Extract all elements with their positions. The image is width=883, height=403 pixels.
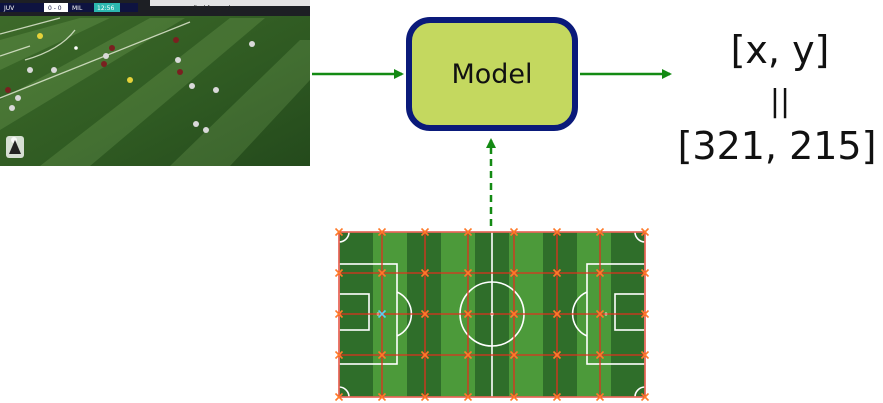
keypoint-marker: [420, 268, 430, 278]
model-box: Model: [406, 17, 578, 131]
keypoint-marker: [640, 227, 650, 237]
keypoint-marker: [552, 227, 562, 237]
output-equals: ||: [769, 84, 791, 119]
keypoint-marker: [552, 268, 562, 278]
keypoint-marker: [640, 268, 650, 278]
keypoint-marker: [509, 350, 519, 360]
keypoint-marker: [640, 350, 650, 360]
keypoint-marker: [377, 350, 387, 360]
keypoint-marker: [595, 350, 605, 360]
keypoint-marker: [463, 227, 473, 237]
keypoint-marker: [595, 392, 605, 402]
keypoint-marker: [377, 227, 387, 237]
keypoint-marker: [420, 227, 430, 237]
keypoint-marker: [640, 309, 650, 319]
match-clock: 12:56: [97, 5, 114, 12]
selected-keypoint-marker: [377, 309, 387, 319]
keypoint-marker: [552, 309, 562, 319]
score-home: JUV: [3, 5, 15, 12]
video-frame: JUV 0 - 0 MIL 12:56 crafted for goals: [0, 0, 310, 166]
keypoint-marker: [377, 268, 387, 278]
keypoint-marker: [552, 392, 562, 402]
keypoint-marker: [509, 227, 519, 237]
pitch-template: [334, 227, 650, 402]
score-value: 0 - 0: [48, 5, 62, 12]
model-label: Model: [451, 58, 533, 90]
keypoint-marker: [595, 268, 605, 278]
keypoint-marker: [377, 392, 387, 402]
keypoint-marker: [420, 350, 430, 360]
keypoint-marker: [509, 392, 519, 402]
keypoint-marker: [509, 268, 519, 278]
keypoint-marker: [552, 350, 562, 360]
sponsor-banner: crafted for goals: [184, 5, 233, 12]
keypoint-marker: [334, 227, 344, 237]
keypoint-marker: [595, 227, 605, 237]
keypoint-marker: [334, 392, 344, 402]
keypoint-marker: [640, 392, 650, 402]
keypoint-marker: [334, 309, 344, 319]
score-away: MIL: [72, 5, 83, 12]
output-values: [321, 215]: [677, 124, 877, 168]
keypoint-marker: [420, 309, 430, 319]
keypoint-marker: [595, 309, 605, 319]
keypoint-marker: [463, 268, 473, 278]
keypoint-marker: [463, 392, 473, 402]
keypoint-marker: [463, 309, 473, 319]
keypoint-marker: [509, 309, 519, 319]
keypoint-marker: [463, 350, 473, 360]
keypoint-grid-markers: [334, 227, 650, 402]
league-logo-icon: [6, 136, 24, 158]
keypoint-marker: [334, 350, 344, 360]
keypoint-marker: [334, 268, 344, 278]
keypoint-marker: [420, 392, 430, 402]
output-vars: [x, y]: [730, 28, 830, 72]
